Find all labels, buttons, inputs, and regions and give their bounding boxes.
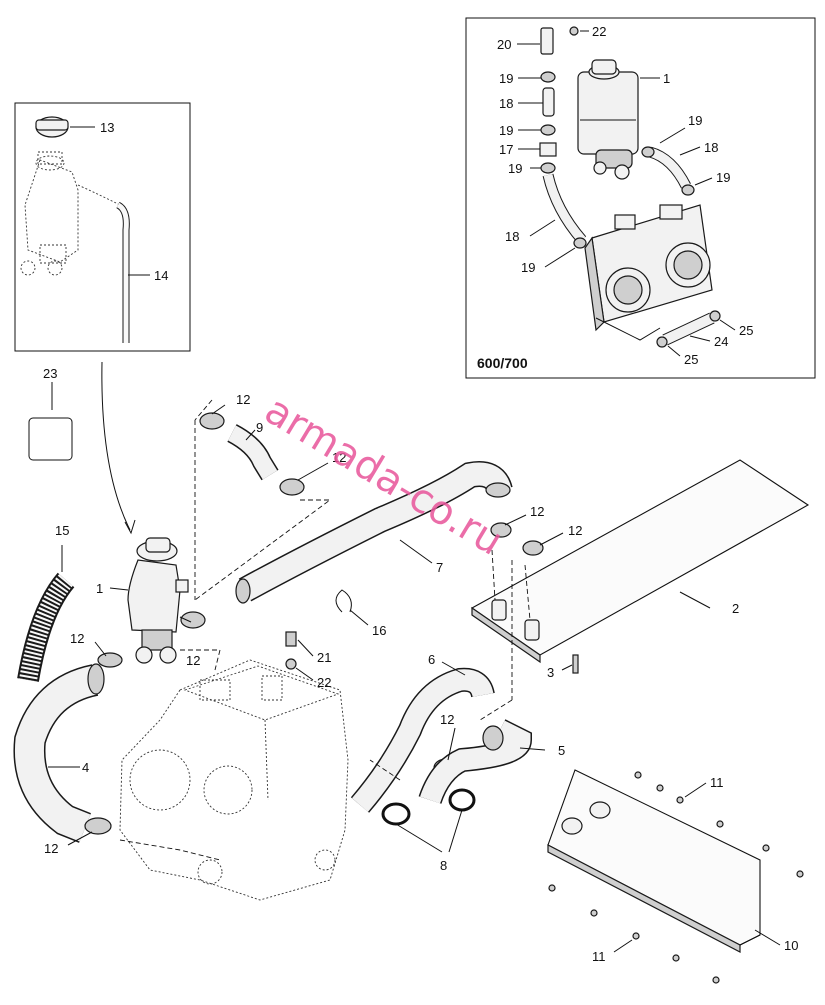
callout-1: 1 [663, 71, 670, 86]
inset-throttle-body [584, 204, 713, 341]
callout-7: 7 [436, 560, 443, 575]
callout-16: 16 [372, 623, 386, 638]
callout-13: 13 [100, 120, 114, 135]
callout-2: 2 [732, 601, 739, 616]
reservoir-dotted-outline [20, 151, 121, 276]
callout-12: 12 [186, 653, 200, 668]
callout-18: 18 [704, 140, 718, 155]
callout-12: 12 [236, 392, 250, 407]
callout-14: 14 [154, 268, 168, 283]
callout-25: 25 [684, 352, 698, 367]
callout-15: 15 [55, 523, 69, 538]
callout-24: 24 [714, 334, 728, 349]
callout-17: 17 [499, 142, 513, 157]
callout-19: 19 [521, 260, 535, 275]
hose-4 [13, 663, 105, 843]
coolant-reservoir-1 [127, 537, 189, 664]
main-leader-lines [67, 404, 781, 953]
hose-9 [227, 424, 279, 481]
callout-1: 1 [96, 581, 103, 596]
heat-exchanger-10 [547, 769, 761, 953]
callout-12: 12 [568, 523, 582, 538]
callout-12: 12 [332, 450, 346, 465]
label-box-23 [28, 417, 73, 461]
callout-18: 18 [499, 96, 513, 111]
callout-19: 19 [688, 113, 702, 128]
callout-9: 9 [256, 420, 263, 435]
hose-5 [418, 719, 533, 805]
inset-coolant-reservoir [577, 59, 639, 180]
callout-11: 11 [710, 775, 724, 790]
corrugated-hose-15 [17, 545, 75, 682]
reservoir-inset-frame [14, 102, 191, 352]
callout-6: 6 [428, 652, 435, 667]
callout-12: 12 [70, 631, 84, 646]
callout-19: 19 [499, 123, 513, 138]
bolts-11 [548, 771, 804, 984]
callout-12: 12 [44, 841, 58, 856]
reference-dashed-lines [119, 399, 513, 861]
callout-5: 5 [558, 743, 565, 758]
callout-20: 20 [497, 37, 511, 52]
callout-22: 22 [592, 24, 606, 39]
callout-4: 4 [82, 760, 89, 775]
small-fittings [285, 589, 579, 674]
seal-rings-8 [381, 788, 476, 853]
callout-3: 3 [547, 665, 554, 680]
callout-23: 23 [43, 366, 57, 381]
inset-leader-lines [517, 30, 736, 357]
overflow-hose-14 [116, 201, 130, 343]
hose-6 [350, 667, 495, 813]
reservoir-inset-leaders [70, 126, 150, 276]
engine-block [119, 659, 349, 901]
callout-22: 22 [317, 675, 331, 690]
callout-12: 12 [440, 712, 454, 727]
hose-7 [235, 461, 513, 604]
callout-19: 19 [508, 161, 522, 176]
callout-21: 21 [317, 650, 331, 665]
callout-19: 19 [716, 170, 730, 185]
callout-12: 12 [530, 504, 544, 519]
inset-hose-24 [656, 310, 721, 348]
reservoir-cap [35, 116, 69, 138]
callout-8: 8 [440, 858, 447, 873]
callout-10: 10 [784, 938, 798, 953]
inset-frame [465, 17, 816, 379]
callout-19: 19 [499, 71, 513, 86]
callout-labels: 20 22 1 19 18 19 17 19 19 18 19 18 19 25… [43, 24, 798, 964]
callout-11: 11 [592, 949, 606, 964]
inset-label: 600/700 [477, 355, 528, 371]
reference-arrow [101, 361, 131, 531]
heat-exchanger-2 [470, 459, 810, 664]
callout-18: 18 [505, 229, 519, 244]
callout-25: 25 [739, 323, 753, 338]
